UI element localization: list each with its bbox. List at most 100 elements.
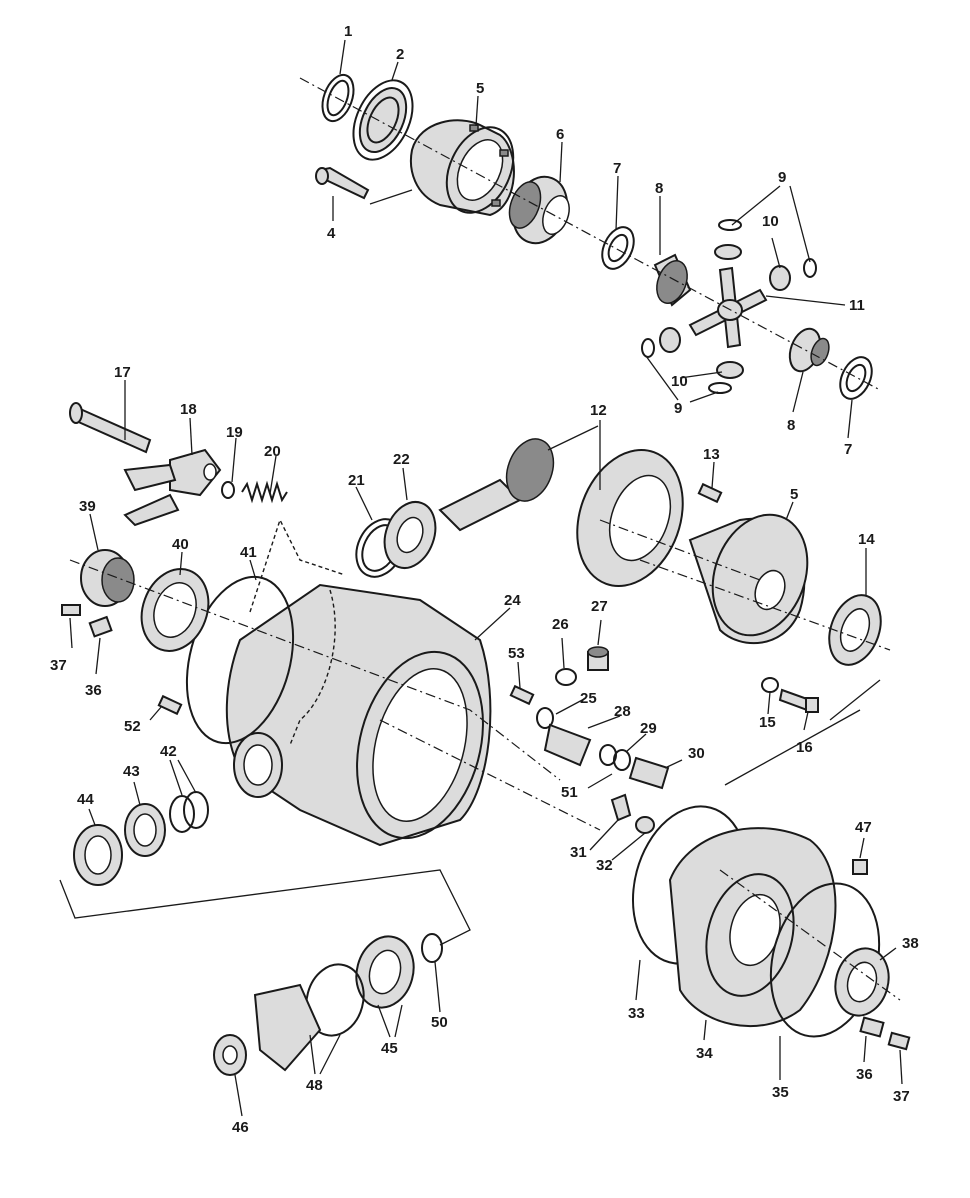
label-7-bottom: 7: [844, 441, 852, 458]
part-bearing-2: [352, 79, 414, 161]
part-washer-15: [761, 677, 779, 693]
part-gear-6: [508, 175, 570, 245]
label-27: 27: [591, 598, 608, 615]
part-bolt-17: [69, 402, 152, 454]
part-lock-plate-36-left: [88, 615, 113, 638]
label-39: 39: [79, 498, 96, 515]
part-o-ring-25: [536, 707, 554, 729]
label-7-top: 7: [613, 160, 621, 177]
label-50: 50: [431, 1014, 448, 1031]
part-ring-50: [421, 933, 443, 963]
label-13: 13: [703, 446, 720, 463]
part-bolt-47: [852, 859, 868, 875]
part-bearing-44: [73, 824, 123, 886]
label-41: 41: [240, 544, 257, 561]
label-8-top: 8: [655, 180, 663, 197]
part-washer-19: [221, 481, 235, 499]
label-28: 28: [614, 703, 631, 720]
label-30: 30: [688, 745, 705, 762]
label-31: 31: [570, 844, 587, 861]
part-bolt-37-right: [887, 1031, 911, 1051]
label-35: 35: [772, 1084, 789, 1101]
part-nut-46: [213, 1034, 247, 1076]
label-16: 16: [796, 739, 813, 756]
part-bearing-14: [828, 594, 882, 666]
part-bearing-43: [124, 803, 166, 857]
part-axle-housing-24: [225, 583, 492, 847]
part-o-ring-26: [555, 668, 577, 686]
label-44: 44: [77, 791, 94, 808]
part-lever-31: [610, 793, 632, 822]
label-43: 43: [123, 763, 140, 780]
label-5: 5: [790, 486, 798, 503]
part-diff-housing-5-top: [410, 119, 515, 217]
label-25: 25: [580, 690, 597, 707]
label-15: 15: [759, 714, 776, 731]
part-flange-48: [253, 963, 365, 1072]
label-9-bottom: 9: [674, 400, 682, 417]
part-coupling-39: [80, 549, 135, 607]
part-bolt-16: [778, 688, 819, 713]
label-53: 53: [508, 645, 525, 662]
part-ring-gear-12: [576, 449, 684, 587]
label-37-left: 37: [50, 657, 67, 674]
label-5-top: 5: [476, 80, 484, 97]
part-plug-27: [587, 646, 609, 671]
label-52: 52: [124, 718, 141, 735]
part-spider-assembly-11: [641, 219, 817, 394]
label-17: 17: [114, 364, 131, 381]
part-cylinder-28: [543, 723, 592, 767]
part-shims-42: [169, 791, 209, 833]
label-21: 21: [348, 472, 365, 489]
label-20: 20: [264, 443, 281, 460]
label-36-left: 36: [85, 682, 102, 699]
leader-lines: [59, 39, 903, 1117]
label-24: 24: [504, 592, 521, 609]
part-piston-30: [628, 756, 670, 790]
label-1: 1: [344, 23, 352, 40]
part-thrust-washer-7-top: [601, 226, 635, 270]
label-9-top: 9: [778, 169, 786, 186]
part-pin-52: [157, 694, 183, 716]
label-14: 14: [858, 531, 875, 548]
label-22: 22: [393, 451, 410, 468]
label-10-bottom: 10: [671, 373, 688, 390]
label-45: 45: [381, 1040, 398, 1057]
part-bolt-37-left: [61, 604, 81, 616]
part-pin-53: [509, 684, 535, 706]
label-33: 33: [628, 1005, 645, 1022]
label-12: 12: [590, 402, 607, 419]
part-diff-housing-5: [688, 513, 809, 644]
label-11: 11: [849, 297, 865, 314]
label-38: 38: [902, 935, 919, 952]
label-34: 34: [696, 1045, 713, 1062]
label-36-right: 36: [856, 1066, 873, 1083]
part-nut-38: [834, 947, 890, 1017]
label-4: 4: [327, 225, 336, 242]
label-37-right: 37: [893, 1088, 910, 1105]
part-pin-13: [697, 482, 723, 504]
label-29: 29: [640, 720, 657, 737]
label-10-top: 10: [762, 213, 779, 230]
label-40: 40: [172, 536, 189, 553]
part-lock-plate-36-right: [859, 1016, 885, 1038]
label-32: 32: [596, 857, 613, 874]
label-18: 18: [180, 401, 197, 418]
part-pinion-12: [438, 438, 555, 532]
part-number-labels: 1 2 5 4 6 7 8 9 10 11 10 9 8 7 17 18 19 …: [50, 23, 919, 1136]
part-side-gear-8-top: [653, 253, 692, 307]
part-o-ring-41: [185, 575, 295, 745]
label-8-bottom: 8: [787, 417, 795, 434]
label-26: 26: [552, 616, 569, 633]
label-6: 6: [556, 126, 564, 143]
part-nut-32: [635, 816, 655, 834]
part-shift-fork-18: [123, 448, 222, 527]
part-seal-40: [140, 568, 210, 652]
part-seals-45: [355, 935, 415, 1009]
part-thrust-washer-7-bottom: [839, 356, 873, 400]
label-48: 48: [306, 1077, 323, 1094]
label-2: 2: [396, 46, 404, 63]
label-47: 47: [855, 819, 872, 836]
part-rings-29: [599, 744, 631, 771]
